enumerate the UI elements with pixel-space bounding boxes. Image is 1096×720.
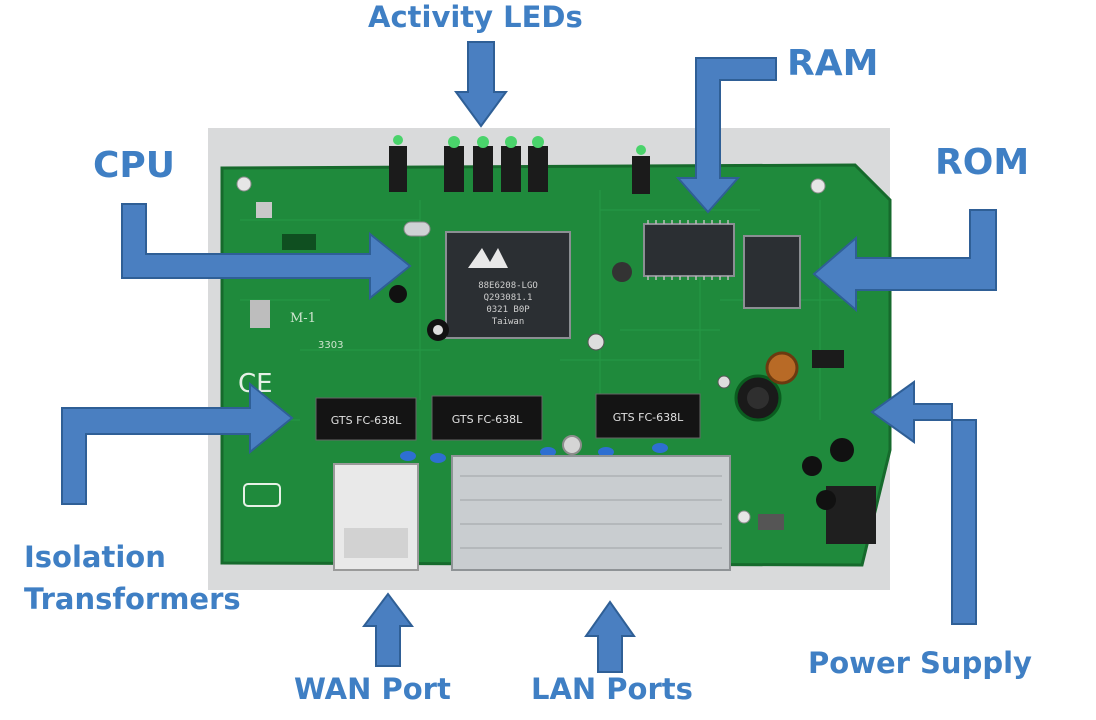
lan-ports-arrow xyxy=(584,600,636,673)
activity-leds-component xyxy=(389,135,650,194)
ram-label: RAM xyxy=(787,43,879,84)
transformer-text-1: GTS FC-638L xyxy=(331,414,402,427)
isolation-transformers-label: Isolation Transformers xyxy=(24,536,241,620)
isolation-transformers-component: GTS FC-638L GTS FC-638L GTS FC-638L xyxy=(315,393,701,463)
cpu-chip-text-4: Taiwan xyxy=(492,317,525,327)
wan-port-component xyxy=(333,463,419,571)
reset-switch xyxy=(758,514,784,530)
board-label-3303: 3303 xyxy=(318,340,343,351)
board-label-m1: M-1 xyxy=(290,311,316,326)
isolation-label-line-2: Transformers xyxy=(24,582,241,616)
rom-arrow xyxy=(812,209,997,313)
capacitors xyxy=(389,262,876,544)
transformer-text-2: GTS FC-638L xyxy=(452,413,523,426)
lan-ports-component xyxy=(451,455,731,571)
transformer-text-3: GTS FC-638L xyxy=(613,411,684,424)
crystal xyxy=(403,221,431,237)
wan-port-arrow xyxy=(362,592,414,667)
isolation-label-line-1: Isolation xyxy=(24,540,166,574)
cpu-chip: 88E6208-LGO Q293081.1 0321 B0P Taiwan xyxy=(445,231,571,339)
activity-leds-label: Activity LEDs xyxy=(368,0,583,34)
lan-ports-label: LAN Ports xyxy=(531,672,693,706)
power-supply-arrow xyxy=(870,380,977,625)
cpu-label: CPU xyxy=(93,145,176,186)
rom-label: ROM xyxy=(935,142,1030,183)
isolation-transformers-arrow xyxy=(61,381,294,505)
activity-leds-arrow xyxy=(454,41,508,128)
ram-arrow xyxy=(675,57,777,214)
cpu-chip-text-1: 88E6208-LGO xyxy=(478,281,538,291)
cpu-arrow xyxy=(121,203,412,301)
power-supply-label: Power Supply xyxy=(808,646,1032,680)
rom-chip xyxy=(743,235,801,309)
cpu-chip-text-3: 0321 B0P xyxy=(486,305,530,315)
certification-mark xyxy=(243,483,281,507)
cpu-chip-text-2: Q293081.1 xyxy=(484,293,533,303)
wan-port-label: WAN Port xyxy=(294,672,451,706)
ram-chip xyxy=(643,220,735,280)
